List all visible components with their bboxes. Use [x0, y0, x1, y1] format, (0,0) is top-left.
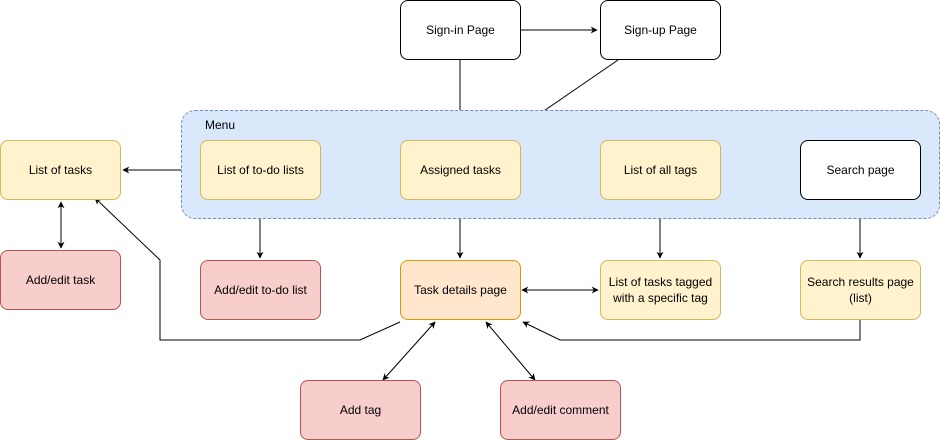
node-add-tag[interactable]: Add tag — [300, 380, 421, 440]
node-add-edit-todo-list[interactable]: Add/edit to-do list — [200, 260, 321, 320]
node-add-edit-comment[interactable]: Add/edit comment — [500, 380, 621, 440]
edge-details-tasks — [94, 197, 401, 341]
node-sign-in-page[interactable]: Sign-in Page — [400, 0, 521, 60]
menu-group-label: Menu — [205, 118, 236, 132]
node-list-of-todo-lists[interactable]: List of to-do lists — [200, 140, 321, 200]
node-search-page[interactable]: Search page — [800, 140, 921, 200]
node-list-of-tasks[interactable]: List of tasks — [0, 140, 121, 200]
node-search-results-page[interactable]: Search results page (list) — [800, 260, 921, 320]
edge-details-comment — [485, 321, 536, 381]
edge-details-addtag — [382, 321, 436, 381]
node-list-of-tasks-tagged[interactable]: List of tasks tagged with a specific tag — [600, 260, 721, 320]
node-task-details-page[interactable]: Task details page — [400, 260, 521, 320]
node-add-edit-task[interactable]: Add/edit task — [0, 250, 121, 310]
node-list-of-all-tags[interactable]: List of all tags — [600, 140, 721, 200]
node-sign-up-page[interactable]: Sign-up Page — [600, 0, 721, 60]
node-assigned-tasks[interactable]: Assigned tasks — [400, 140, 521, 200]
edge-results-details — [522, 320, 861, 341]
